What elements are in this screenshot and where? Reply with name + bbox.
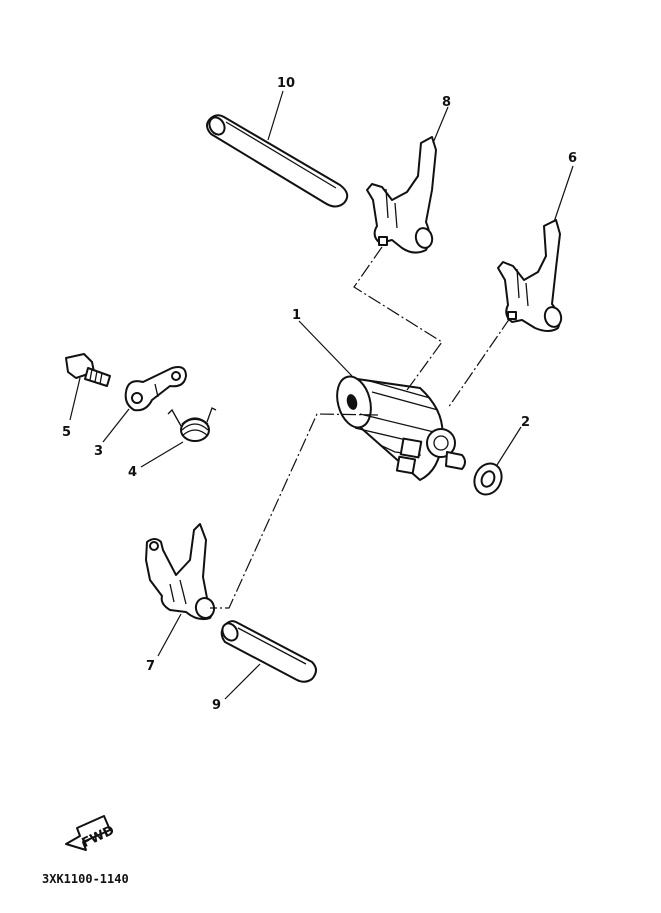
part-9-shift-fork-shaft[interactable] xyxy=(219,620,317,683)
part-10-shift-fork-shaft[interactable] xyxy=(206,114,349,208)
center-lines xyxy=(210,246,511,609)
part-1-shift-drum[interactable] xyxy=(332,373,466,481)
part-4-torsion-spring[interactable] xyxy=(167,407,217,442)
callout-3: 3 xyxy=(94,444,103,459)
part-8-shift-fork[interactable] xyxy=(366,136,437,254)
part-7-shift-fork[interactable] xyxy=(145,523,216,621)
callout-labels: 10 8 6 1 2 5 3 4 7 9 xyxy=(62,76,577,713)
callout-7: 7 xyxy=(146,659,155,674)
drawing-code: 3XK1100-1140 xyxy=(42,872,129,886)
callout-9: 9 xyxy=(212,698,221,713)
callout-2: 2 xyxy=(521,415,530,430)
part-6-shift-fork[interactable] xyxy=(497,219,563,332)
callout-8: 8 xyxy=(442,95,451,110)
part-5-bolt[interactable] xyxy=(65,353,111,387)
callout-6: 6 xyxy=(568,151,577,166)
leader-lines xyxy=(69,90,574,700)
callout-5: 5 xyxy=(62,425,71,440)
callout-4: 4 xyxy=(128,465,137,480)
part-2-washer[interactable] xyxy=(469,459,506,499)
callout-1: 1 xyxy=(292,308,301,323)
part-3-stopper-lever[interactable] xyxy=(124,366,187,412)
fwd-arrow-icon: FWD xyxy=(65,815,117,851)
callout-10: 10 xyxy=(277,76,295,91)
